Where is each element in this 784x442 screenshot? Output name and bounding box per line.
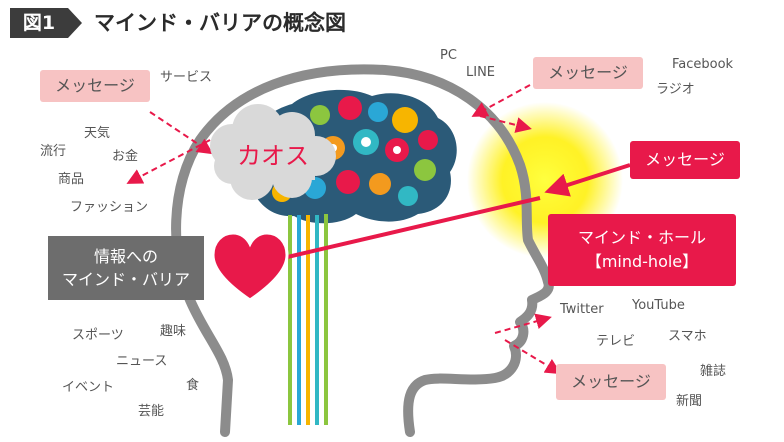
word-news: ニュース xyxy=(116,354,168,369)
head-outline xyxy=(171,64,554,437)
word-smartphone: スマホ xyxy=(668,329,707,344)
mind-hole-line2: 【mind-hole】 xyxy=(585,252,699,271)
message-box-top-left: メッセージ xyxy=(40,70,150,102)
mind-hole-arrows xyxy=(265,163,631,264)
arrow-hole-to-heart xyxy=(265,196,541,264)
word-facebook: Facebook xyxy=(672,57,734,72)
figure-label-arrow xyxy=(68,8,82,38)
chaos-cloud xyxy=(210,104,336,200)
word-youtube: YouTube xyxy=(632,298,685,313)
word-magazine: 雑誌 xyxy=(700,364,727,379)
word-radio: ラジオ xyxy=(656,82,695,97)
word-trend: 流行 xyxy=(40,144,67,159)
arrow-top-right-in xyxy=(471,84,531,117)
word-newspaper: 新聞 xyxy=(676,394,703,409)
word-line: LINE xyxy=(466,65,496,80)
message-box-bottom-right: メッセージ xyxy=(556,364,666,400)
word-money: お金 xyxy=(112,149,139,164)
word-weather: 天気 xyxy=(84,126,111,141)
word-hobby: 趣味 xyxy=(160,324,187,339)
word-sports: スポーツ xyxy=(72,328,124,343)
mind-barrier-line2: マインド・バリア xyxy=(61,270,190,289)
mind-hole-line1: マインド・ホール xyxy=(577,228,706,247)
word-product: 商品 xyxy=(58,172,85,187)
message-box-red: メッセージ xyxy=(630,141,740,179)
mind-barrier-line1: 情報への xyxy=(93,247,158,266)
message-arrows xyxy=(126,84,562,375)
word-fashion: ファッション xyxy=(70,200,149,215)
word-pc: PC xyxy=(440,48,457,63)
diagram-title: マインド・バリアの概念図 xyxy=(94,11,346,35)
word-tv: テレビ xyxy=(596,334,636,349)
heart-icon xyxy=(211,231,289,302)
word-service: サービス xyxy=(160,70,213,85)
arrow-message-to-hole xyxy=(544,163,631,197)
figure-label: 図1 xyxy=(10,8,68,38)
word-twitter: Twitter xyxy=(560,302,604,317)
arrow-top-left-out xyxy=(126,139,211,184)
word-food: 食 xyxy=(186,378,200,393)
chaos-label: カオス xyxy=(237,142,309,170)
arrow-top-right-out xyxy=(479,115,532,133)
mind-hole-box: マインド・ホール 【mind-hole】 xyxy=(548,214,736,286)
arrow-bottom-right-out xyxy=(504,339,562,375)
word-event: イベント xyxy=(62,380,115,395)
arrow-bottom-right-in xyxy=(494,313,552,334)
mind-barrier-box: 情報への マインド・バリア xyxy=(48,236,204,300)
message-box-top-right: メッセージ xyxy=(533,57,643,89)
brain-stem xyxy=(288,214,328,425)
word-entertainment: 芸能 xyxy=(138,404,165,419)
